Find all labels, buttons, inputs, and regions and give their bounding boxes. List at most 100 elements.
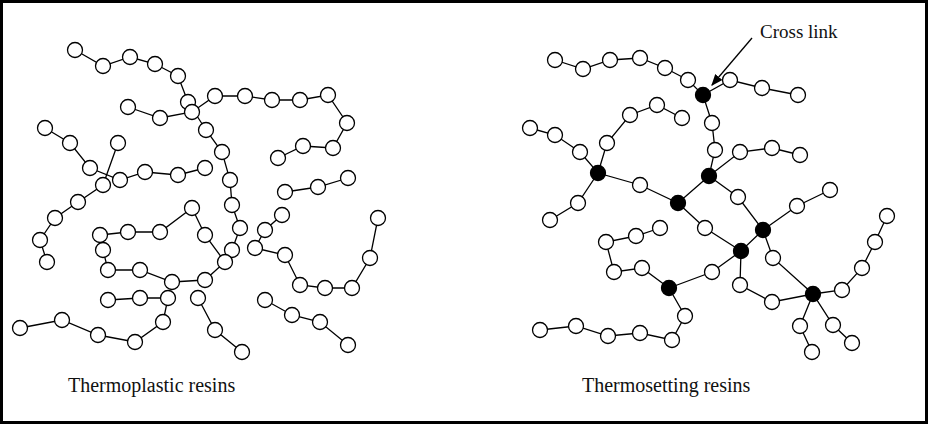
monomer-bead	[38, 121, 53, 136]
chain	[530, 128, 709, 203]
chain	[265, 300, 348, 345]
monomer-beads	[13, 43, 895, 360]
monomer-bead	[658, 61, 673, 76]
monomer-bead	[161, 291, 176, 306]
monomer-bead	[793, 148, 808, 163]
monomer-bead	[258, 293, 273, 308]
chain	[128, 95, 347, 158]
cross-link-dot	[671, 196, 686, 211]
monomer-bead	[225, 198, 240, 213]
monomer-bead	[653, 221, 668, 236]
cross-link-dot	[662, 281, 677, 296]
monomer-bead	[600, 136, 615, 151]
chain	[255, 218, 378, 288]
monomer-bead	[185, 201, 200, 216]
monomer-bead	[101, 293, 116, 308]
monomer-bead	[868, 235, 883, 250]
monomer-bead	[233, 221, 248, 236]
monomer-bead	[326, 141, 341, 156]
monomer-bead	[128, 335, 143, 350]
monomer-bead	[573, 145, 588, 160]
monomer-bead	[198, 273, 213, 288]
monomer-bead	[623, 108, 638, 123]
monomer-bead	[153, 111, 168, 126]
chain	[606, 228, 669, 288]
monomer-bead	[271, 151, 286, 166]
monomer-bead	[293, 278, 308, 293]
monomer-bead	[96, 59, 111, 74]
monomer-bead	[766, 251, 781, 266]
cross-link-dot	[734, 244, 749, 259]
monomer-bead	[698, 221, 713, 236]
monomer-bead	[823, 183, 838, 198]
monomer-bead	[793, 319, 808, 334]
monomer-bead	[171, 69, 186, 84]
caption-label: Thermosetting resins	[582, 374, 750, 396]
chain	[740, 216, 887, 302]
monomer-bead	[791, 88, 806, 103]
monomer-bead	[248, 241, 263, 256]
monomer-bead	[313, 315, 328, 330]
monomer-bead	[569, 319, 584, 334]
monomer-bead	[148, 57, 163, 72]
monomer-bead	[185, 105, 200, 120]
monomer-bead	[723, 73, 738, 88]
monomer-bead	[111, 136, 126, 151]
cross-link-dot	[696, 88, 711, 103]
callout-label: Cross link	[760, 22, 838, 43]
monomer-bead	[96, 178, 111, 193]
monomer-bead	[218, 255, 233, 270]
monomer-bead	[93, 228, 108, 243]
monomer-bead	[665, 333, 680, 348]
monomer-bead	[215, 145, 230, 160]
monomer-bead	[635, 261, 650, 276]
monomer-bead	[278, 185, 293, 200]
chain	[555, 58, 852, 343]
monomer-bead	[83, 161, 98, 176]
chain	[703, 80, 798, 95]
leader-arrow	[712, 38, 752, 85]
monomer-bead	[121, 225, 136, 240]
monomer-bead	[633, 178, 648, 193]
monomer-bead	[40, 255, 55, 270]
monomer-bead	[633, 51, 648, 66]
cross-link-dot	[591, 166, 606, 181]
chain	[550, 173, 598, 220]
chain	[20, 298, 168, 342]
monomer-bead	[133, 263, 148, 278]
monomer-bead	[198, 228, 213, 243]
monomer-bead	[363, 251, 378, 266]
monomer-bead	[208, 89, 223, 104]
monomer-bead	[68, 43, 83, 58]
monomer-bead	[96, 243, 111, 258]
monomer-bead	[601, 329, 616, 344]
monomer-bead	[278, 248, 293, 263]
monomer-bead	[548, 128, 563, 143]
monomer-bead	[285, 308, 300, 323]
monomer-bead	[340, 116, 355, 131]
monomer-bead	[826, 318, 841, 333]
monomer-bead	[633, 326, 648, 341]
monomer-bead	[543, 213, 558, 228]
monomer-bead	[675, 111, 690, 126]
monomer-bead	[731, 190, 746, 205]
monomer-bead	[835, 283, 850, 298]
monomer-bead	[48, 211, 63, 226]
monomer-bead	[275, 208, 290, 223]
monomer-bead	[629, 229, 644, 244]
monomer-bead	[603, 53, 618, 68]
monomer-bead	[765, 141, 780, 156]
monomer-bead	[845, 336, 860, 351]
monomer-bead	[341, 338, 356, 353]
monomer-bead	[13, 321, 28, 336]
cross-link-dot	[806, 287, 821, 302]
monomer-bead	[341, 171, 356, 186]
monomer-bead	[171, 168, 186, 183]
monomer-bead	[733, 145, 748, 160]
monomer-bead	[805, 345, 820, 360]
chain	[100, 208, 225, 282]
monomer-bead	[321, 88, 336, 103]
monomer-bead	[238, 89, 253, 104]
